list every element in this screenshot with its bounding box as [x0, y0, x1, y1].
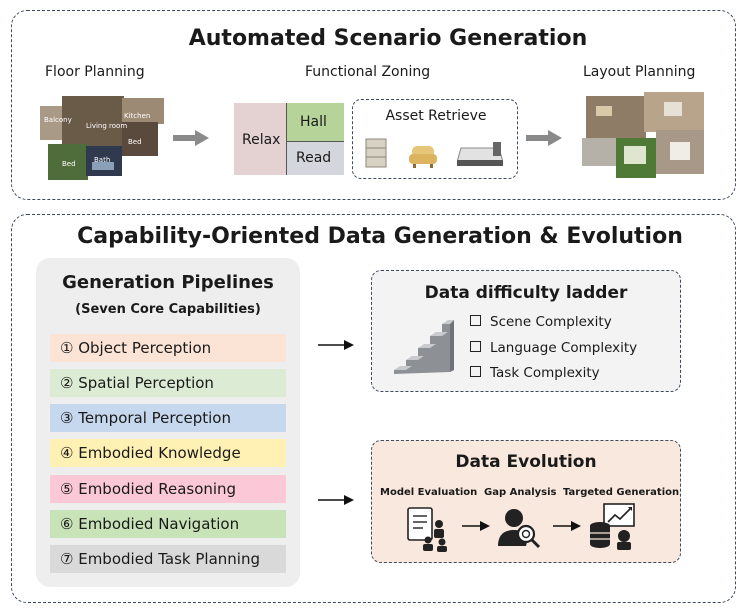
- data-generation-title: Capability-Oriented Data Generation & Ev…: [77, 224, 683, 249]
- ladder-item-scene: Scene Complexity: [470, 314, 612, 330]
- pipelines-title: Generation Pipelines: [62, 272, 274, 293]
- bed-icon: [457, 142, 503, 166]
- zone-map: Relax Hall Read: [234, 103, 344, 175]
- room-label-balcony: Balcony: [44, 116, 72, 124]
- armchair-icon: [409, 146, 437, 168]
- pipelines-subtitle: (Seven Core Capabilities): [75, 302, 261, 317]
- layout-planning-label: Layout Planning: [583, 64, 696, 80]
- arrow-to-evolution: [318, 495, 354, 505]
- scenario-generation-title: Automated Scenario Generation: [188, 26, 588, 51]
- data-evolution-title: Data Evolution: [455, 452, 597, 472]
- evolution-arrow-2: [553, 521, 581, 531]
- evolution-step-gap-analysis: Gap Analysis: [484, 487, 557, 498]
- evolution-step-model-evaluation: Model Evaluation: [380, 487, 478, 498]
- zone-hall: [287, 103, 344, 142]
- functional-zoning-label: Functional Zoning: [305, 64, 431, 80]
- zone-hall-label: Hall: [300, 114, 327, 130]
- gap-analysis-icon: [498, 509, 541, 549]
- room-label-bed-2: Bed: [62, 160, 76, 168]
- layout-plan-image: [582, 92, 704, 178]
- capability-embodied-reasoning: ⑤ Embodied Reasoning: [50, 475, 286, 503]
- room-label-bath: Bath: [94, 156, 110, 164]
- capability-embodied-task-planning: ⑦ Embodied Task Planning: [50, 545, 286, 573]
- capability-embodied-knowledge: ④ Embodied Knowledge: [50, 439, 286, 467]
- checkbox-icon: [470, 366, 481, 377]
- arrow-to-ladder: [318, 340, 354, 350]
- asset-retrieve-label: Asset Retrieve: [385, 108, 487, 124]
- room-label-living: Living room: [86, 122, 127, 130]
- capability-temporal-perception: ③ Temporal Perception: [50, 404, 286, 432]
- staircase-icon: [394, 320, 454, 374]
- ladder-item-label: Scene Complexity: [490, 314, 612, 330]
- ladder-item-task: Task Complexity: [470, 365, 600, 381]
- targeted-generation-icon: [590, 503, 635, 550]
- evaluation-icon: [407, 507, 447, 552]
- ladder-item-language: Language Complexity: [470, 340, 637, 356]
- difficulty-ladder-title: Data difficulty ladder: [424, 283, 628, 303]
- floor-plan-image: Balcony Living room Kitchen Bed Bath Bed: [40, 96, 164, 180]
- ladder-item-label: Language Complexity: [490, 340, 638, 356]
- checkbox-icon: [470, 341, 481, 352]
- capability-object-perception: ① Object Perception: [50, 334, 286, 362]
- flow-arrow-2: [526, 130, 562, 146]
- asset-retrieve-box: Asset Retrieve: [352, 99, 518, 179]
- capability-embodied-navigation: ⑥ Embodied Navigation: [50, 510, 286, 538]
- flow-arrow-1: [173, 130, 209, 146]
- capability-spatial-perception: ② Spatial Perception: [50, 369, 286, 397]
- checkbox-icon: [470, 315, 481, 326]
- evolution-step-targeted-generation: Targeted Generation: [563, 487, 680, 498]
- zone-relax-label: Relax: [242, 132, 281, 148]
- room-label-kitchen: Kitchen: [124, 112, 150, 120]
- zone-read: [287, 142, 344, 175]
- floor-planning-label: Floor Planning: [45, 64, 145, 80]
- zone-relax: [234, 103, 287, 175]
- ladder-item-label: Task Complexity: [490, 365, 600, 381]
- evolution-arrow-1: [462, 521, 490, 531]
- room-label-bed-1: Bed: [128, 138, 142, 146]
- data-generation-panel: [11, 214, 736, 603]
- cabinet-icon: [365, 138, 387, 168]
- zone-read-label: Read: [296, 150, 332, 166]
- scenario-generation-panel: [11, 10, 736, 200]
